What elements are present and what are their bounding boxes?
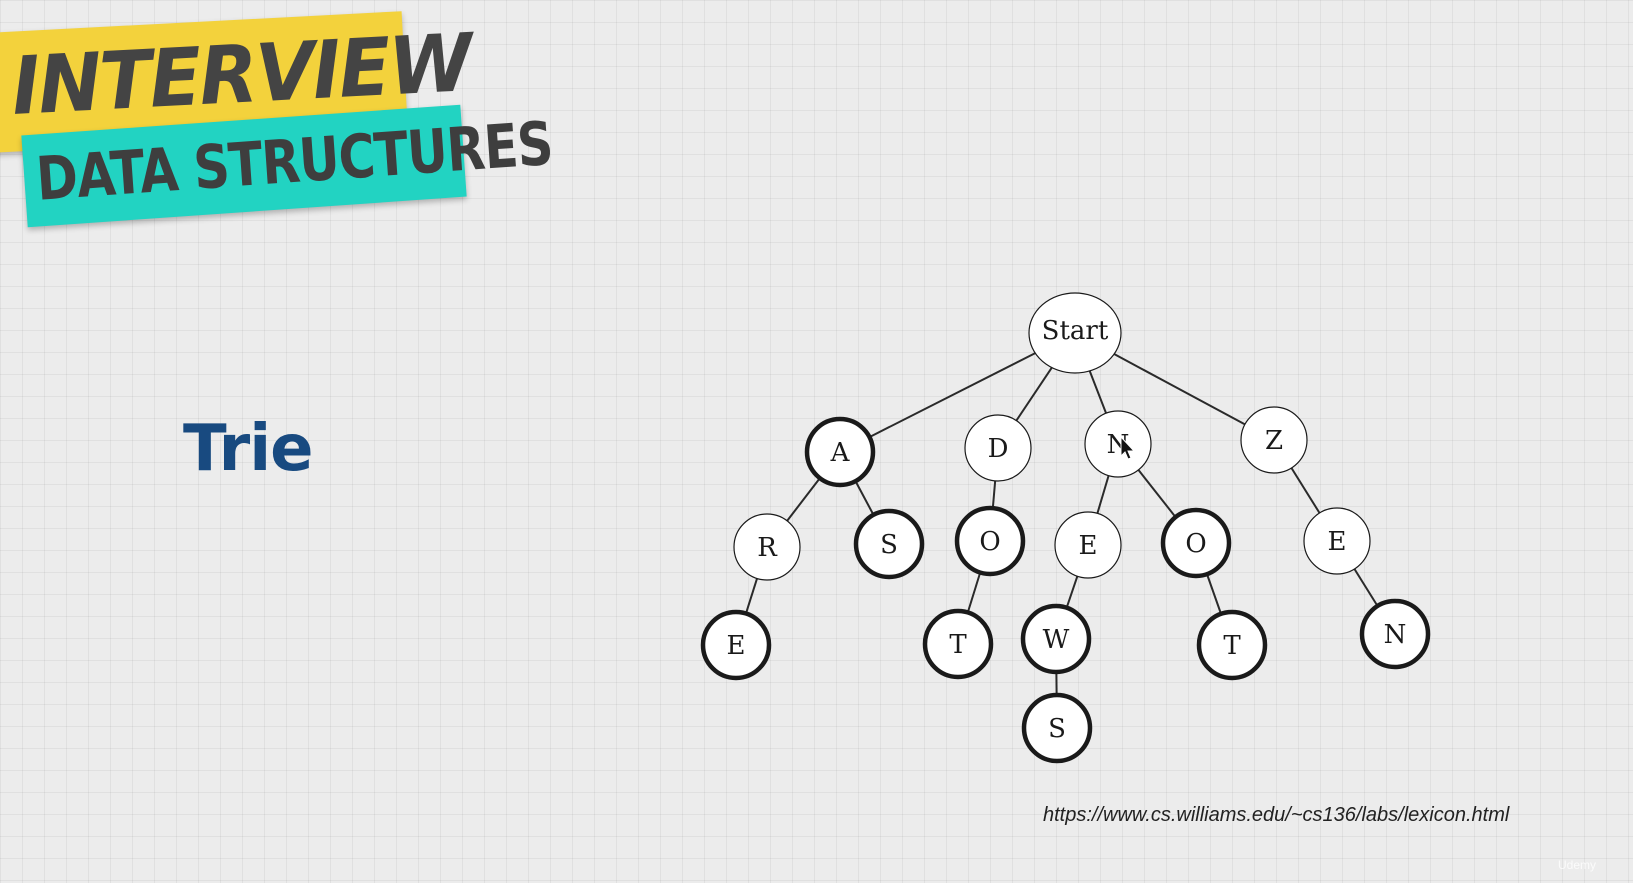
source-url: https://www.cs.williams.edu/~cs136/labs/… — [1043, 804, 1510, 826]
node-circle — [733, 513, 801, 581]
node-label: S — [1048, 714, 1066, 744]
trie-edge — [1290, 467, 1321, 514]
trie-edge — [1113, 353, 1246, 426]
trie-node-z: Z — [1240, 406, 1308, 474]
trie-node-do: O — [954, 505, 1026, 577]
terminal-node-circle — [853, 508, 925, 580]
node-label: O — [979, 527, 1000, 557]
node-circle — [1054, 511, 1122, 579]
node-circle — [964, 414, 1032, 482]
trie-node-a: A — [804, 416, 876, 488]
trie-edge — [991, 480, 997, 509]
node-label: N — [1384, 620, 1407, 650]
trie-edge — [1015, 367, 1053, 422]
trie-node-ar: R — [733, 513, 801, 581]
node-label: E — [1328, 527, 1347, 557]
trie-node-as: S — [853, 508, 925, 580]
trie-edge — [744, 578, 759, 614]
trie-node-n: N — [1084, 410, 1152, 478]
trie-node-are: E — [700, 609, 772, 681]
trie-edge — [966, 572, 982, 613]
trie-node-start: Start — [1028, 292, 1122, 374]
node-circle — [1303, 507, 1371, 575]
node-label: T — [1223, 631, 1241, 661]
node-label: E — [1079, 531, 1098, 561]
trie-edge — [854, 480, 875, 516]
node-label: S — [880, 530, 898, 560]
trie-node-d: D — [964, 414, 1032, 482]
trie-edge — [786, 477, 821, 522]
terminal-node-circle — [1160, 507, 1232, 579]
trie-edge — [1096, 475, 1110, 514]
terminal-node-circle — [804, 416, 876, 488]
node-label: E — [727, 631, 746, 661]
trie-edge — [1088, 370, 1108, 414]
trie-edges — [744, 352, 1379, 696]
trie-node-not: T — [1196, 609, 1268, 681]
trie-node-ne: E — [1054, 511, 1122, 579]
terminal-node-circle — [954, 505, 1026, 577]
trie-edge — [1206, 573, 1222, 615]
mouse-cursor-icon — [1120, 435, 1136, 460]
terminal-node-circle — [1359, 598, 1431, 670]
node-label: R — [757, 533, 778, 563]
node-circle — [1028, 292, 1122, 374]
node-label: D — [988, 434, 1009, 464]
trie-node-no: O — [1160, 507, 1232, 579]
trie-node-news: S — [1021, 692, 1093, 764]
terminal-node-circle — [922, 608, 994, 680]
terminal-node-circle — [1021, 692, 1093, 764]
node-label: O — [1185, 529, 1206, 559]
node-label: W — [1043, 625, 1070, 655]
node-label: A — [830, 438, 851, 468]
node-label: Z — [1265, 426, 1283, 456]
trie-edge — [1065, 575, 1079, 609]
node-circle — [1084, 410, 1152, 478]
node-label: Start — [1042, 316, 1109, 346]
terminal-node-circle — [700, 609, 772, 681]
trie-edge — [868, 352, 1036, 438]
terminal-node-circle — [1020, 603, 1092, 675]
slide-title: Trie — [183, 412, 314, 486]
trie-edge — [1137, 469, 1177, 518]
terminal-node-circle — [1196, 609, 1268, 681]
node-label: T — [949, 630, 967, 660]
node-circle — [1240, 406, 1308, 474]
trie-edge — [1353, 568, 1379, 607]
trie-node-ze: E — [1303, 507, 1371, 575]
trie-node-dot: T — [922, 608, 994, 680]
udemy-watermark: Udemy — [1558, 858, 1597, 872]
trie-node-new: W — [1020, 603, 1092, 675]
trie-node-zen: N — [1359, 598, 1431, 670]
